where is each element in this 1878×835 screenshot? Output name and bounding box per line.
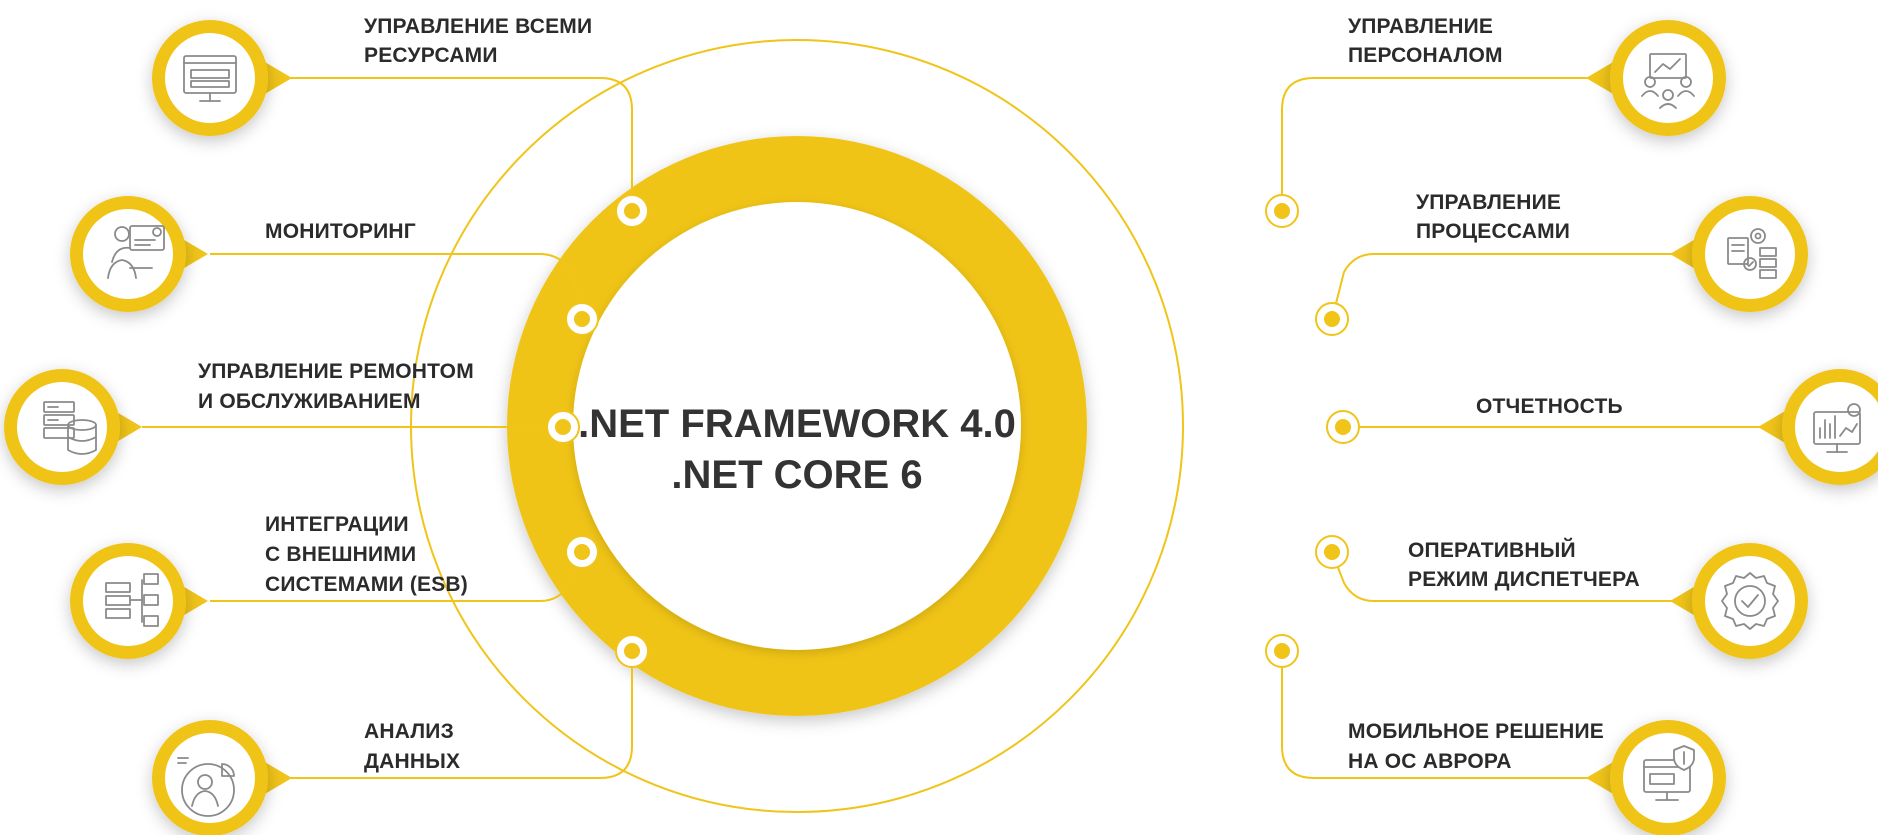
secure-device-icon [1643,745,1695,801]
label-line1: МОНИТОРИНГ [265,220,416,243]
label-line1: МОБИЛЬНОЕ РЕШЕНИЕ [1348,720,1604,743]
team-board-icon [1641,53,1695,109]
center-title-line2: .NET CORE 6 [671,453,922,497]
connector-line [1281,651,1614,779]
connector-line [1331,551,1690,602]
connector-line [210,253,583,320]
label-line3: СИСТЕМАМИ (ESB) [265,573,468,596]
label-line1: ОПЕРАТИВНЫЙ [1408,538,1576,562]
connector-line [265,77,633,211]
label-line2: РЕЖИМ ДИСПЕТЧЕРА [1408,568,1640,591]
left-item-resources: УПРАВЛЕНИЕ ВСЕМИ РЕСУРСАМИ [152,15,649,228]
connector-line [265,651,633,779]
right-item-reports: ОТЧЕТНОСТЬ [1326,369,1878,485]
right-item-mobile: МОБИЛЬНОЕ РЕШЕНИЕ НА ОС АВРОРА [1265,634,1726,835]
label-line2: НА ОС АВРОРА [1348,750,1512,773]
process-gear-icon [1727,228,1777,279]
label-line1: УПРАВЛЕНИЕ ВСЕМИ [364,15,592,38]
right-item-staff: УПРАВЛЕНИЕ ПЕРСОНАЛОМ [1265,15,1726,228]
center-title-line1: .NET FRAMEWORK 4.0 [578,402,1016,446]
label-line2: ПРОЦЕССАМИ [1416,220,1570,243]
gear-check-icon [1721,572,1779,630]
report-chart-icon [1813,403,1861,453]
left-item-monitoring: МОНИТОРИНГ [70,196,599,336]
left-item-analysis: АНАЛИЗ ДАННЫХ [152,634,649,835]
connector-line [210,551,583,602]
monitoring-person-icon [107,225,165,279]
integration-network-icon [105,573,159,627]
data-analysis-icon [177,757,235,817]
label-line1: ОТЧЕТНОСТЬ [1476,395,1623,418]
label-line1: ИНТЕГРАЦИИ [265,513,409,536]
label-line1: УПРАВЛЕНИЕ РЕМОНТОМ [198,360,474,383]
label-line1: УПРАВЛЕНИЕ [1416,191,1561,214]
label-line2: ДАННЫХ [364,750,460,773]
label-line1: УПРАВЛЕНИЕ [1348,15,1493,38]
connector-line [1331,253,1690,320]
label-line1: АНАЛИЗ [364,720,454,743]
right-item-dispatcher: ОПЕРАТИВНЫЙ РЕЖИМ ДИСПЕТЧЕРА [1315,535,1808,659]
label-line2: ПЕРСОНАЛОМ [1348,44,1503,67]
center-hub: .NET FRAMEWORK 4.0 .NET CORE 6 [507,136,1087,716]
server-database-icon [43,401,97,455]
label-line2: И ОБСЛУЖИВАНИЕМ [198,390,421,413]
label-line2: РЕСУРСАМИ [364,44,498,67]
label-line2: С ВНЕШНИМИ [265,543,416,566]
left-item-integration: ИНТЕГРАЦИИ С ВНЕШНИМИ СИСТЕМАМИ (ESB) [70,513,599,659]
monitor-icon [183,55,237,102]
left-item-maintenance: УПРАВЛЕНИЕ РЕМОНТОМ И ОБСЛУЖИВАНИЕМ [4,360,580,485]
connector-line [1281,77,1614,211]
right-item-processes: УПРАВЛЕНИЕ ПРОЦЕССАМИ [1315,191,1808,336]
